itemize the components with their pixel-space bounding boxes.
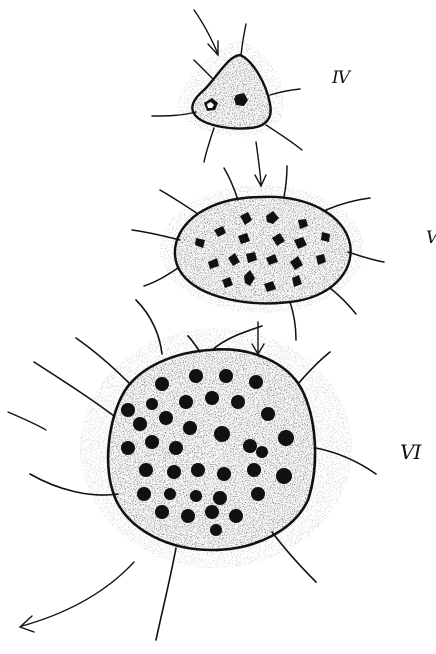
nucleus (231, 395, 245, 409)
nucleus (155, 377, 169, 391)
nucleus (179, 395, 193, 409)
nucleus (121, 403, 135, 417)
arrow (194, 10, 218, 55)
nucleus (217, 467, 231, 481)
arrow-shaft (22, 562, 134, 626)
nucleus (214, 426, 230, 442)
nucleus (167, 465, 181, 479)
nucleus (219, 369, 233, 383)
nucleus (133, 417, 147, 431)
medium-oval-cell (132, 142, 384, 340)
nucleus (190, 490, 202, 502)
small-triangular-cell (152, 10, 302, 162)
nucleus (251, 487, 265, 501)
process (266, 125, 302, 150)
nucleus (191, 463, 205, 477)
nucleus (213, 491, 227, 505)
nucleus (146, 398, 158, 410)
arrow (255, 142, 266, 186)
large-cell-body (108, 349, 315, 550)
nucleus (243, 439, 257, 453)
nucleus (189, 369, 203, 383)
nucleus (169, 441, 183, 455)
process (76, 338, 130, 384)
nucleus (261, 407, 275, 421)
nucleus (155, 505, 169, 519)
nucleus (229, 509, 243, 523)
nucleus (205, 391, 219, 405)
process (156, 548, 176, 640)
nucleus (121, 441, 135, 455)
figure-label-iv: IV (332, 68, 349, 88)
nucleus (145, 435, 159, 449)
nucleus (139, 463, 153, 477)
nucleus (247, 463, 261, 477)
nucleus (159, 411, 173, 425)
nucleus (278, 430, 294, 446)
nucleus (137, 487, 151, 501)
figure-label-vi: VI (400, 440, 420, 464)
nucleus (210, 524, 222, 536)
arrow-shaft (194, 10, 218, 54)
arrow (20, 562, 134, 632)
nucleus (256, 446, 268, 458)
stray-stroke (8, 412, 46, 430)
nucleus (205, 505, 219, 519)
nucleus (249, 375, 263, 389)
nucleus (181, 509, 195, 523)
nucleus (183, 421, 197, 435)
process (160, 190, 198, 214)
large-round-cell (8, 300, 376, 640)
nucleus (164, 488, 176, 500)
nucleus (276, 468, 292, 484)
figure-label-v: V (426, 228, 436, 248)
process (330, 288, 356, 314)
process (204, 128, 214, 162)
